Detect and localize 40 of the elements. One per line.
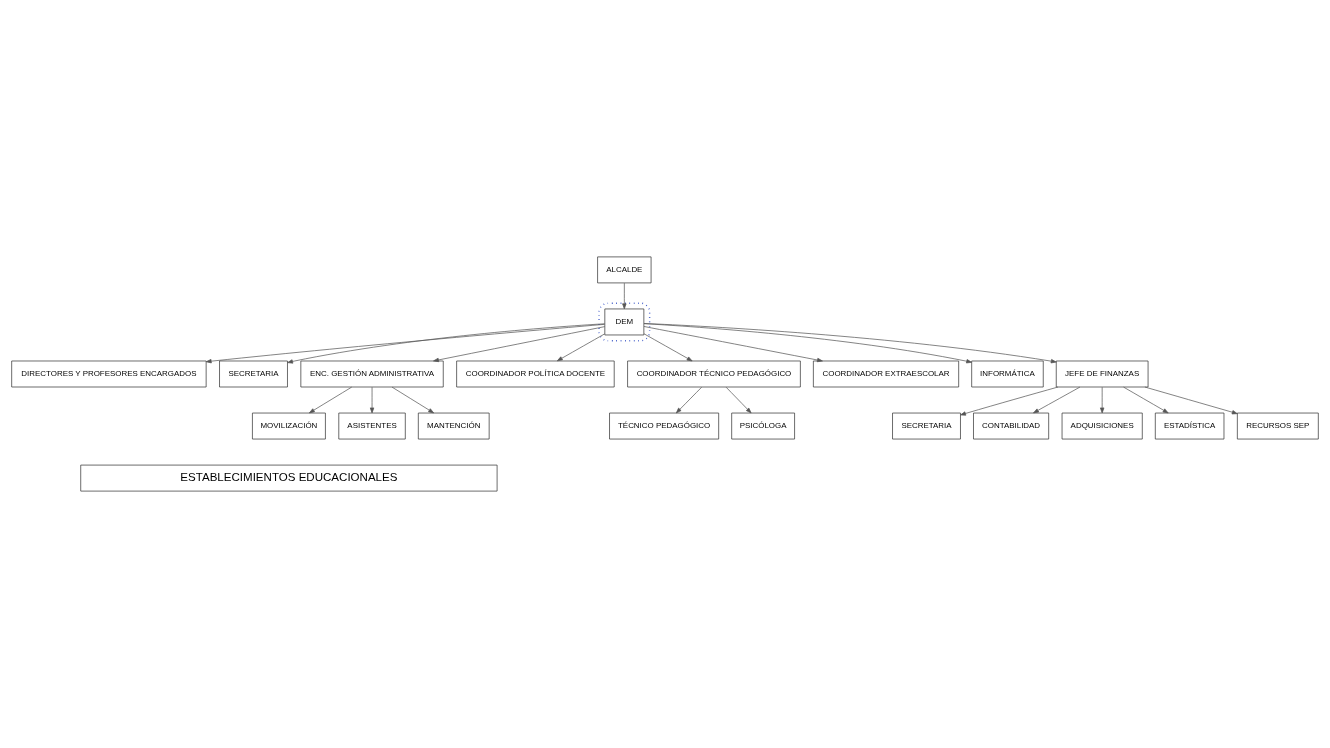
arrow: [308, 386, 353, 414]
arrow: [622, 282, 627, 310]
node-box: ESTADÍSTICA: [1154, 412, 1225, 440]
node-box: COORDINADOR POLÍTICA DOCENTE: [456, 360, 615, 388]
node-box: PSICÓLOGA: [731, 412, 795, 440]
node-box: MOVILIZACIÓN: [252, 412, 326, 440]
node-box: DEM: [604, 308, 645, 336]
arrow: [643, 333, 693, 362]
node-box: SECRETARIA: [892, 412, 961, 440]
node-box: ALCALDE: [597, 256, 652, 284]
node-box: ESTABLECIMIENTOS EDUCACIONALES: [80, 464, 498, 492]
arrow: [1100, 386, 1105, 414]
node-box: INFORMÁTICA: [971, 360, 1044, 388]
node-box: CONTABILIDAD: [973, 412, 1050, 440]
node-box: COORDINADOR TÉCNICO PEDAGÓGICO: [627, 360, 801, 388]
arrow: [960, 386, 1059, 416]
node-box: JEFE DE FINANZAS: [1055, 360, 1149, 388]
node-box: SECRETARIA: [219, 360, 288, 388]
node-box: ADQUISICIONES: [1061, 412, 1143, 440]
arrow: [643, 323, 1057, 364]
node-box: TÉCNICO PEDAGÓGICO: [609, 412, 720, 440]
arrow: [675, 386, 702, 414]
arrow: [391, 386, 435, 414]
node-box: ENC. GESTIÓN ADMINISTRATIVA: [300, 360, 444, 388]
arrow: [556, 333, 605, 362]
node-box: ASISTENTES: [338, 412, 406, 440]
arrow: [287, 323, 605, 364]
node-box: MANTENCIÓN: [417, 412, 490, 440]
node-box: RECURSOS SEP: [1237, 412, 1319, 440]
arrow: [1144, 386, 1238, 415]
arrow: [433, 326, 606, 363]
arrow: [369, 386, 375, 414]
arrow: [725, 386, 752, 414]
arrow: [1123, 386, 1169, 414]
node-box: COORDINADOR EXTRAESCOLAR: [813, 360, 960, 388]
arrow: [643, 323, 973, 364]
arrow: [643, 326, 823, 363]
arrow: [1033, 386, 1081, 414]
node-box: DIRECTORES Y PROFESORES ENCARGADOS: [11, 360, 207, 388]
arrow: [205, 323, 605, 364]
